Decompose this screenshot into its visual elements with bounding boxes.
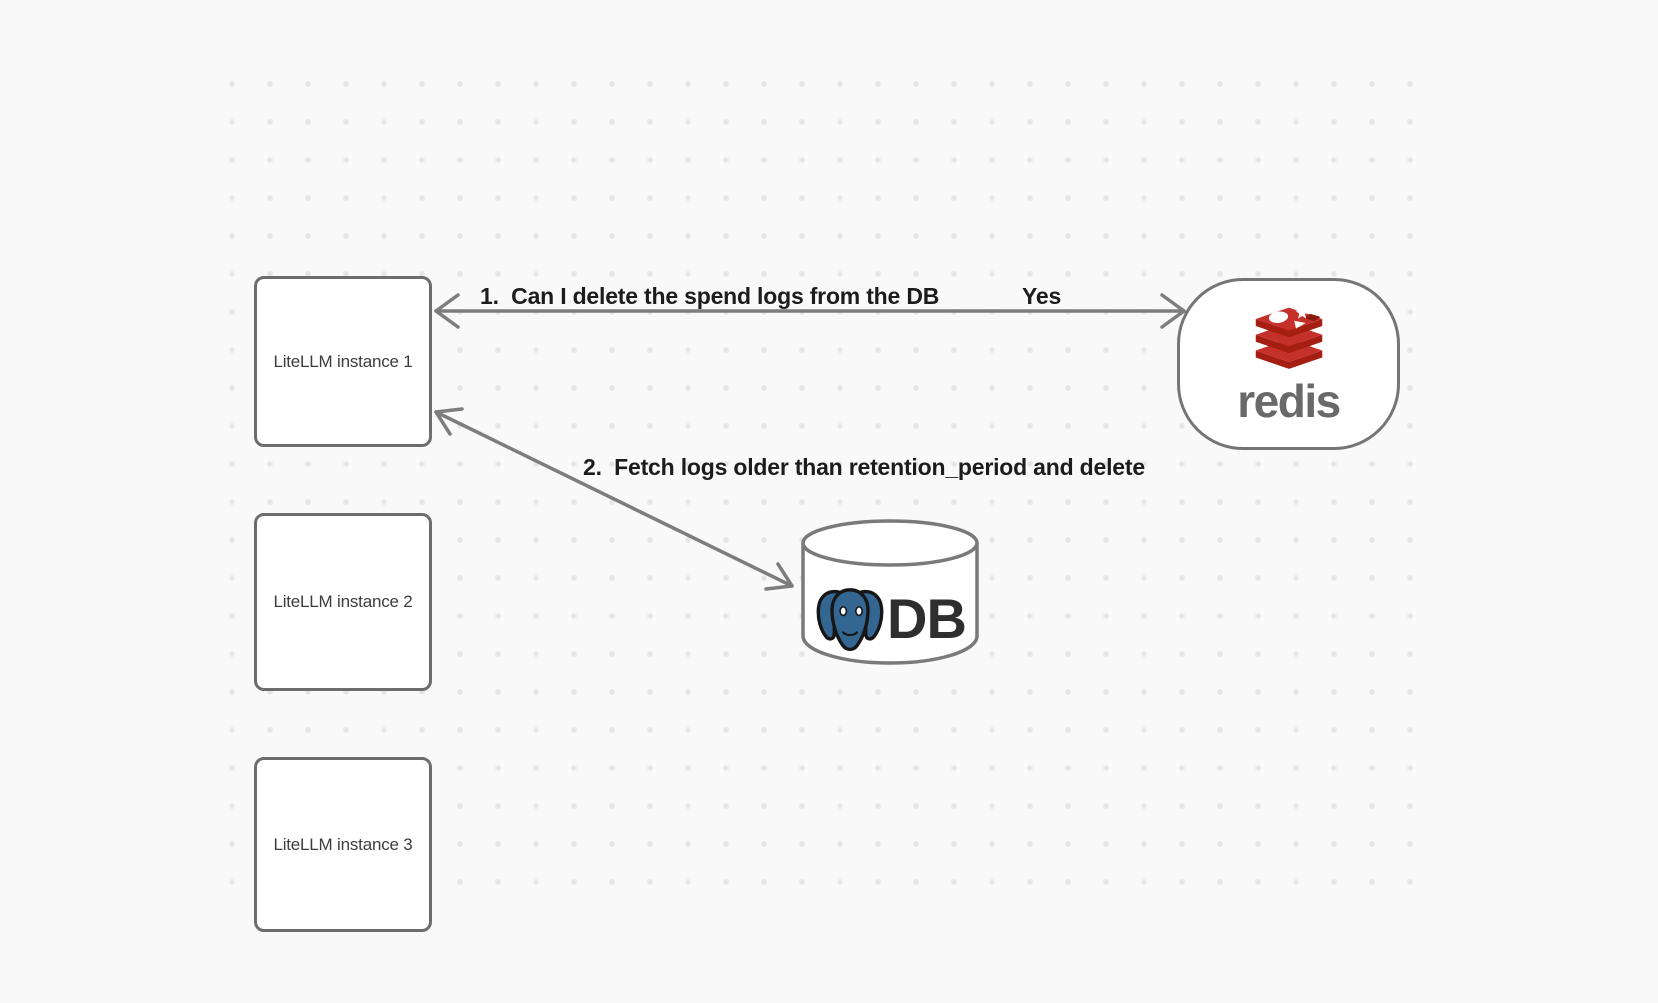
edge2-label: 2. Fetch logs older than retention_perio… [583,454,1145,480]
litellm-instance-1-label: LiteLLM instance 1 [273,351,413,371]
node-litellm-instance-2[interactable]: LiteLLM instance 2 [254,513,432,691]
arrowhead-upleft-icon [434,407,464,436]
redis-wordmark: redis [1237,374,1341,427]
node-db[interactable]: DB [800,518,980,668]
node-litellm-instance-1[interactable]: LiteLLM instance 1 [254,276,432,447]
database-cylinder-icon [801,519,979,665]
arrowhead-left-icon [434,293,460,329]
postgresql-elephant-icon [816,588,884,652]
arrow-litellm-redis [434,293,1186,329]
arrowhead-downright-icon [764,562,794,591]
edge1-label: 1. Can I delete the spend logs from the … [480,283,940,309]
litellm-instance-2-label: LiteLLM instance 2 [273,592,413,611]
arrowhead-right-icon [1160,293,1186,329]
node-litellm-instance-3[interactable]: LiteLLM instance 3 [254,757,432,932]
arrow-litellm-db [434,407,794,591]
edge1-response-label: Yes [1022,283,1062,309]
node-redis[interactable]: redis [1177,278,1400,450]
litellm-instance-3-label: LiteLLM instance 3 [273,834,413,854]
redis-stack-icon [1255,305,1322,369]
db-label: DB [887,587,967,650]
